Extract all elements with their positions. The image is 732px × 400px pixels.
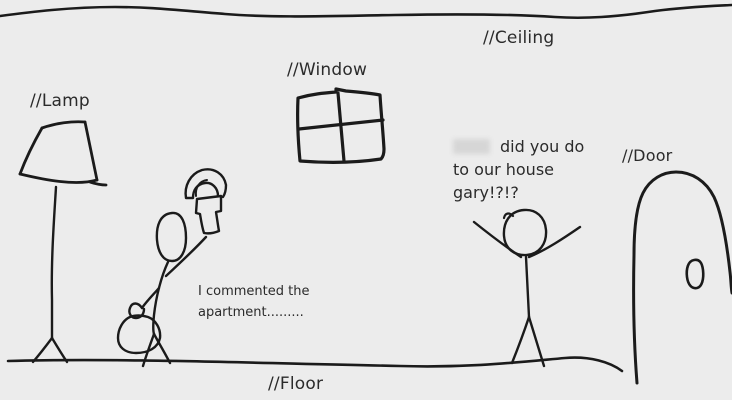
window-label: //Window	[287, 60, 368, 80]
roommate-head	[502, 208, 548, 257]
roommate-figure	[472, 208, 582, 368]
door-knob	[685, 258, 705, 290]
roommate-speech-line1: did you do	[453, 135, 584, 158]
lamp-label: //Lamp	[30, 91, 90, 111]
gary-figure	[116, 168, 228, 368]
roommate-speech: did you do to our house gary!?!?	[453, 135, 584, 204]
ceiling-label: //Ceiling	[483, 28, 555, 48]
door-drawing	[632, 170, 732, 385]
censored-word	[453, 139, 490, 154]
floor-label: //Floor	[268, 374, 324, 394]
window-drawing	[296, 87, 386, 164]
gary-speech-line2: apartment.........	[198, 305, 304, 320]
lamp-drawing	[18, 120, 108, 364]
floor-line	[6, 356, 624, 373]
roommate-speech-line3: gary!?!?	[453, 183, 519, 202]
door-label: //Door	[622, 146, 673, 165]
marker-icon	[184, 168, 228, 235]
roommate-speech-line2: to our house	[453, 160, 554, 179]
roommate-speech-line1-text: did you do	[500, 137, 585, 156]
bag-drawing	[116, 302, 162, 355]
gary-speech-line1: I commented the	[198, 284, 310, 299]
gary-speech: I commented the apartment.........	[198, 281, 309, 323]
gary-head	[155, 211, 188, 263]
ceiling-line	[0, 3, 732, 20]
